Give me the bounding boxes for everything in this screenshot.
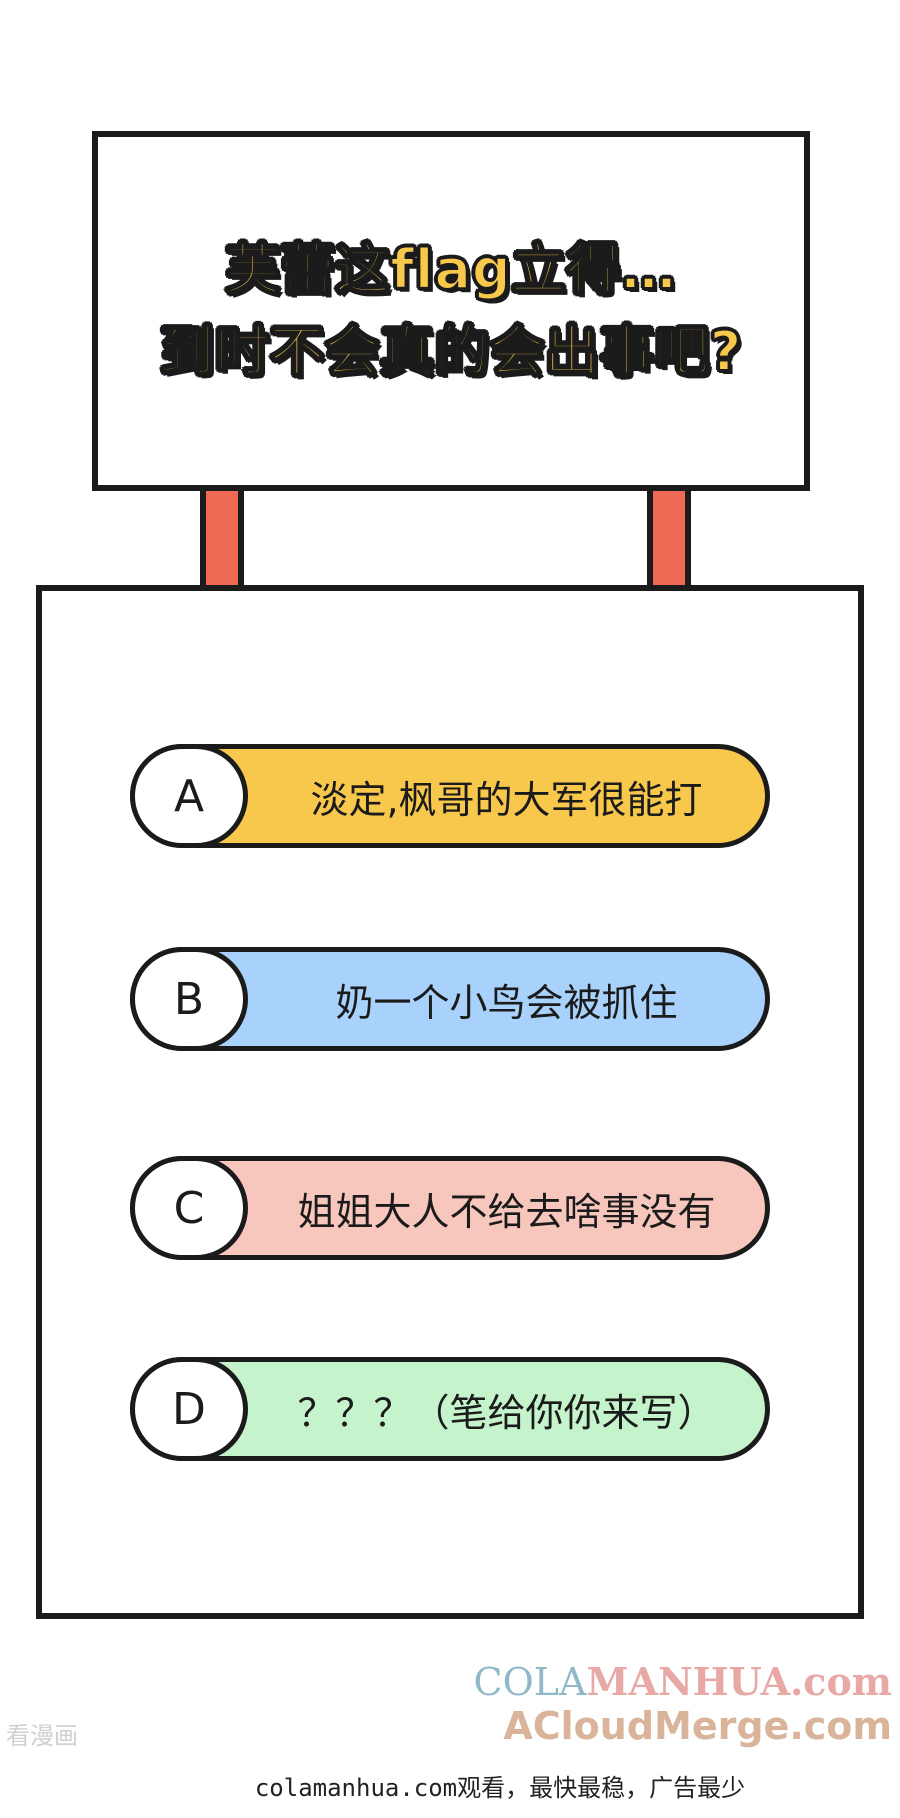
option-b[interactable]: B 奶一个小鸟会被抓住	[130, 947, 770, 1051]
sign-post-left	[200, 491, 244, 588]
options-board: A 淡定,枫哥的大军很能打 B 奶一个小鸟会被抓住 C 姐姐大人不给去啥事没有 …	[36, 585, 864, 1619]
question-title-line2: 到时不会真的会出事吧?	[159, 319, 743, 384]
option-d-letter: D	[130, 1357, 248, 1461]
option-b-letter: B	[130, 947, 248, 1051]
option-c[interactable]: C 姐姐大人不给去啥事没有	[130, 1156, 770, 1260]
brand-cola: COLA	[473, 1660, 587, 1704]
option-d-text: ？？？（笔给你你来写）	[297, 1390, 716, 1435]
left-watermark: 看漫画	[6, 1722, 78, 1750]
question-title-line1: 芙蕾这flag立得…	[224, 237, 677, 302]
option-d[interactable]: D ？？？（笔给你你来写）	[130, 1357, 770, 1461]
question-title: 芙蕾这flag立得… 到时不会真的会出事吧?	[159, 229, 743, 393]
option-a[interactable]: A 淡定,枫哥的大军很能打	[130, 744, 770, 848]
option-c-text: 姐姐大人不给去啥事没有	[297, 1189, 716, 1234]
brand-acloudmerge: ACloudMerge.com	[503, 1704, 892, 1748]
sign-post-right	[647, 491, 691, 588]
option-b-text: 奶一个小鸟会被抓住	[335, 980, 678, 1025]
footer-watermark: colamanhua.com观看，最快最稳，广告最少	[254, 1774, 746, 1802]
option-a-text: 淡定,枫哥的大军很能打	[310, 777, 703, 822]
option-c-letter: C	[130, 1156, 248, 1260]
question-sign: 芙蕾这flag立得… 到时不会真的会出事吧?	[92, 131, 810, 491]
brand-watermark-line1: COLAMANHUA.com	[473, 1659, 892, 1705]
option-a-letter: A	[130, 744, 248, 848]
brand-watermark: COLAMANHUA.com ACloudMerge.com	[473, 1659, 892, 1749]
brand-manhua: MANHUA.com	[586, 1659, 892, 1704]
